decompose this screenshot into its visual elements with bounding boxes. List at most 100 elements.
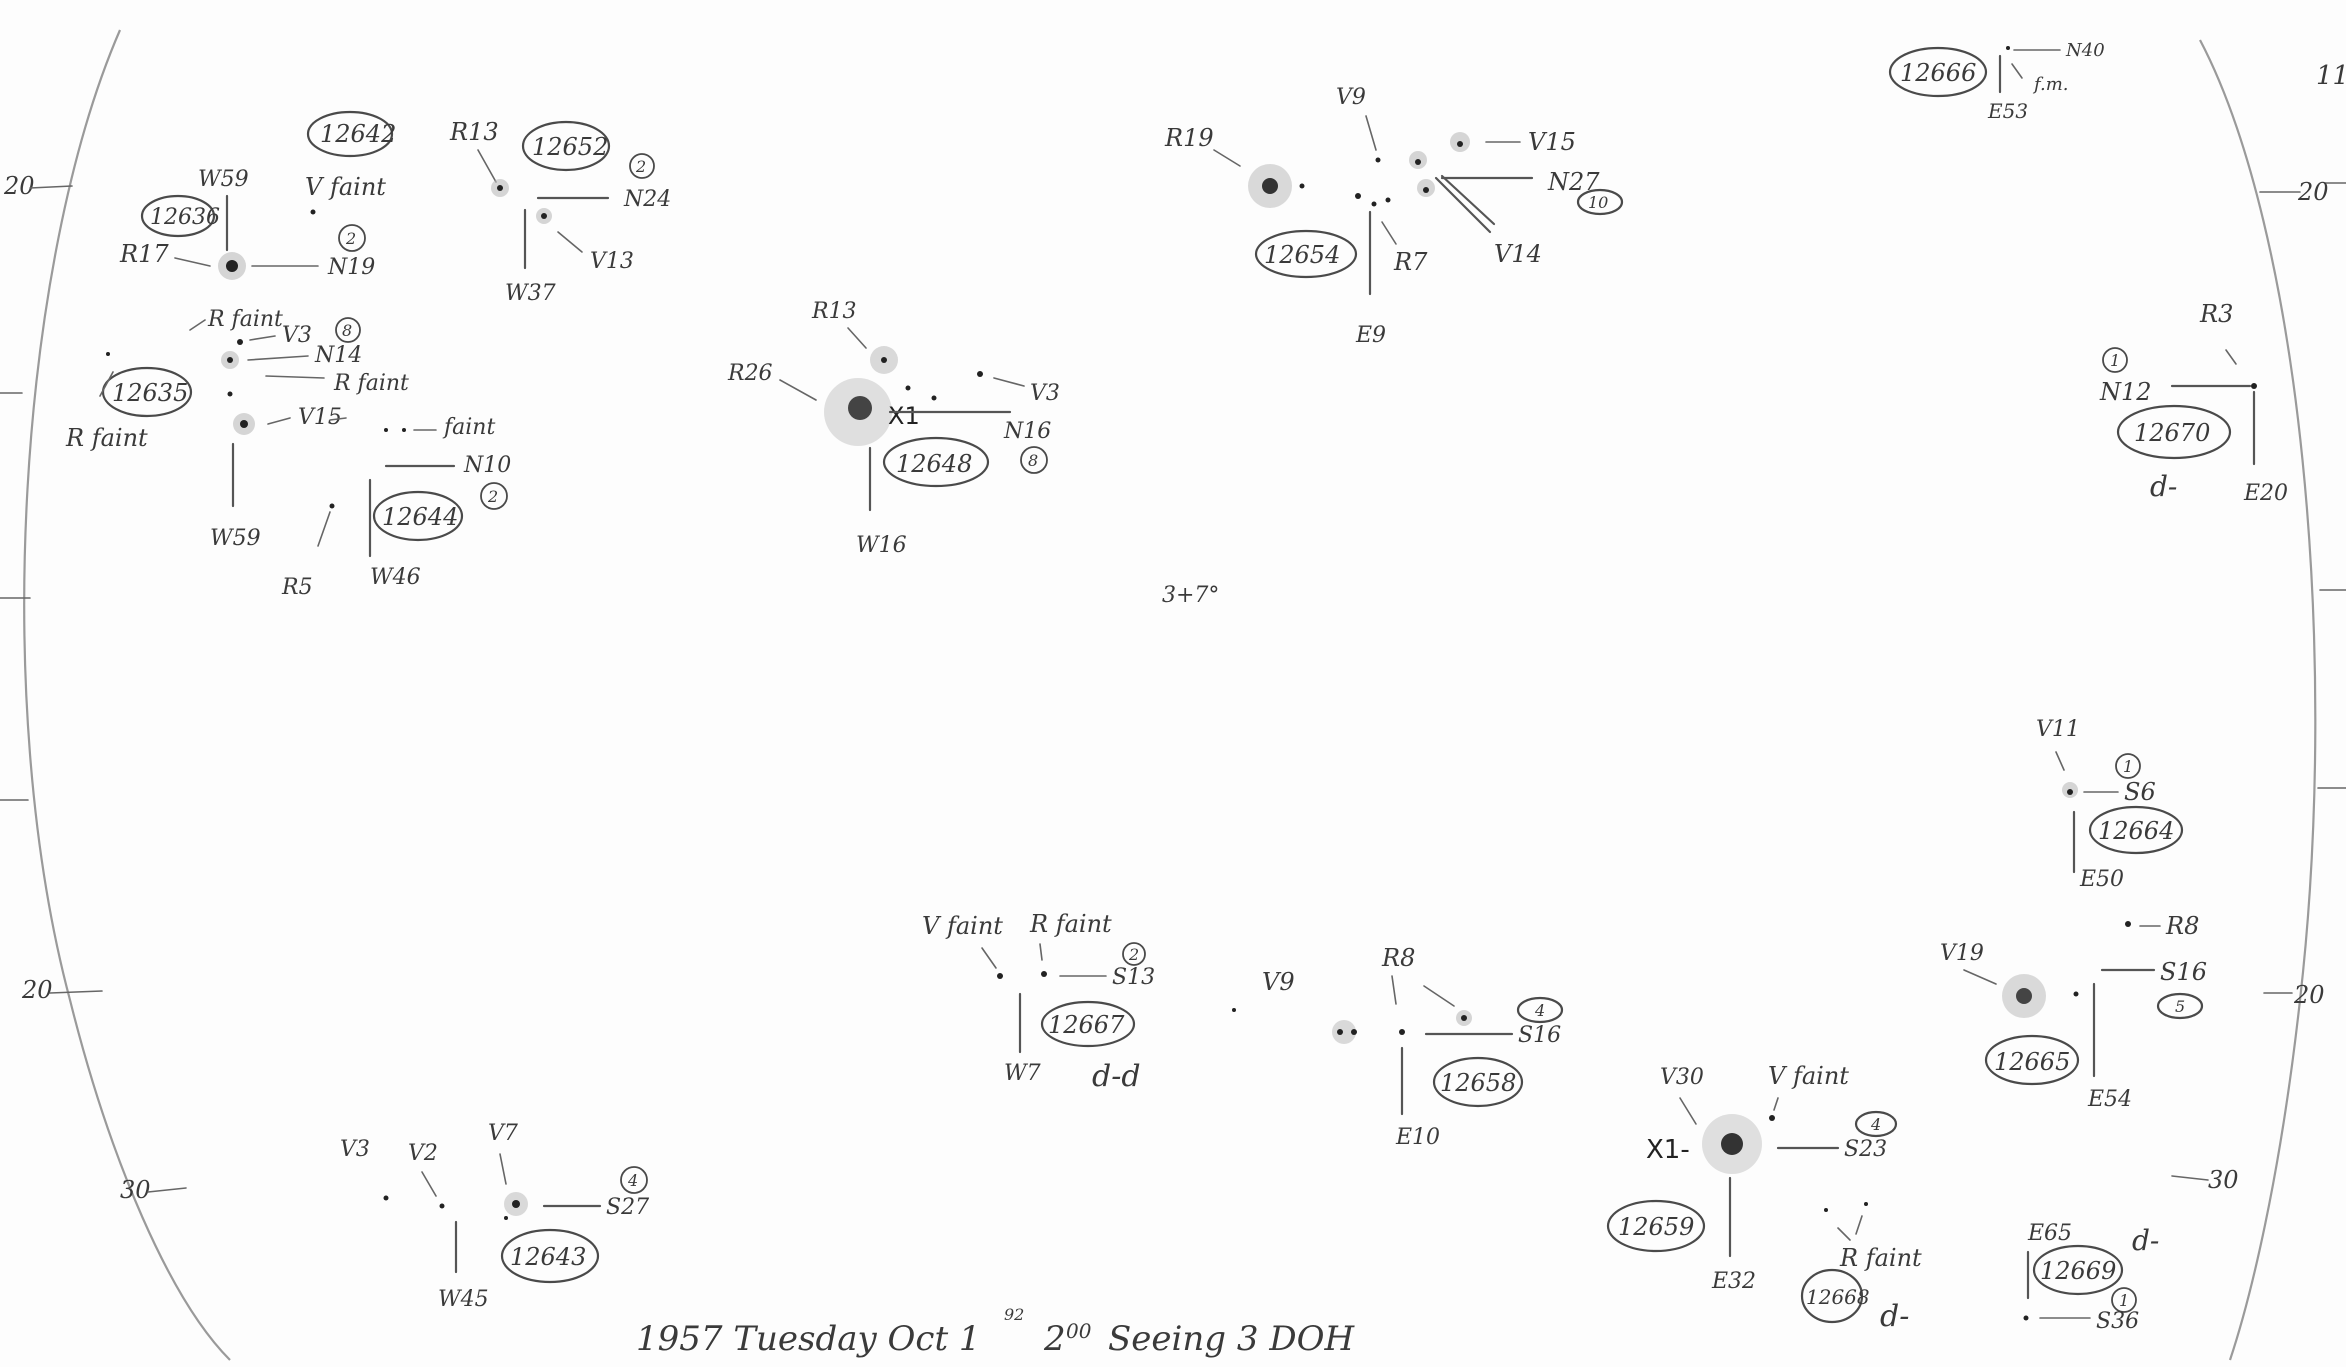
position-west: W37 — [505, 281, 556, 306]
spot-label: V3 — [1030, 381, 1060, 406]
group-number: 12659 — [1618, 1213, 1694, 1241]
spot-label: R7 — [1393, 248, 1428, 276]
group-12643: V3 V2 V7 S27 4 12643 W45 — [340, 1121, 649, 1312]
group-note: R13 — [449, 118, 499, 146]
spot-label: R26 — [727, 361, 773, 386]
group-12652: R13 12652 N24 W37 V13 2 — [449, 118, 671, 306]
position-north: N19 — [327, 255, 375, 280]
spot-label: V3 — [282, 323, 312, 348]
spot-count: 1 — [2119, 1291, 2129, 1310]
group-12659: V30 V faint X1- S23 4 12659 E32 — [1606, 1062, 1898, 1294]
spot-label: R5 — [281, 575, 313, 600]
margin-number-right-top: 20 — [2297, 178, 2329, 206]
spot-count: 5 — [2175, 997, 2185, 1016]
group-number: 12666 — [1900, 59, 1976, 87]
spot-label: V13 — [590, 249, 634, 274]
group-note: R faint — [1839, 1244, 1922, 1272]
group-12668: R faint 12668 d- — [1800, 1202, 1922, 1334]
spot-label: V2 — [408, 1141, 438, 1166]
position-north: N40 — [2065, 40, 2105, 61]
group-12670: R3 1 N12 12670 d- E20 — [2099, 300, 2288, 506]
margin-number-left-top: 20 — [3, 172, 35, 200]
group-number: 12658 — [1440, 1069, 1516, 1097]
position-east: E32 — [1711, 1269, 1756, 1294]
position-east: E65 — [2027, 1221, 2072, 1246]
group-note: R17 — [119, 240, 169, 268]
position-south: S6 — [2124, 778, 2156, 806]
group-note: d- — [2132, 1224, 2159, 1257]
group-12669: E65 12669 d- 1 S36 — [2023, 1221, 2159, 1334]
spot-label: V faint — [1768, 1062, 1849, 1090]
spot-label: V15 — [1528, 128, 1576, 156]
spot-label: R8 — [2165, 912, 2199, 940]
group-number: 12654 — [1264, 241, 1340, 269]
group-number: 12644 — [382, 503, 458, 531]
group-number: 12670 — [2134, 419, 2210, 447]
group-number: 12643 — [510, 1243, 586, 1271]
center-mark: 3+7° — [1162, 583, 1219, 608]
position-north: N10 — [463, 453, 511, 478]
position-east: E10 — [1395, 1125, 1440, 1150]
position-north: N14 — [314, 343, 362, 368]
group-note: V faint — [922, 912, 1003, 940]
group-note: R faint — [65, 424, 148, 452]
position-south: S16 — [1518, 1023, 1561, 1048]
group-12644: faint N10 12644 2 R5 W59 W46 — [281, 415, 511, 600]
group-12648: R13 R26 X1 V3 N16 W16 12648 8 — [727, 299, 1060, 558]
position-east: E54 — [2087, 1087, 2132, 1112]
group-number: 12636 — [150, 205, 220, 230]
spot-label: R faint — [1029, 910, 1112, 938]
spot-label: V14 — [1494, 240, 1542, 268]
position-south: S16 — [2160, 958, 2207, 986]
spot-count: 2 — [345, 229, 356, 248]
position-east: E53 — [1987, 99, 2028, 123]
spot-label: X1 — [888, 402, 920, 430]
margin-ticks — [0, 182, 2346, 801]
position-east: E50 — [2079, 867, 2124, 892]
margin-number-right-bottom: 30 — [2208, 1166, 2239, 1194]
group-number: 12664 — [2098, 817, 2174, 845]
margin-number-right-mid: 20 — [2293, 981, 2325, 1009]
group-12654: R19 V9 V15 N27 10 V14 R7 E9 12654 — [1164, 85, 1624, 348]
spot-count: 2 — [487, 487, 498, 506]
group-12667: V faint R faint 2 S13 12667 W7 d-d — [922, 910, 1155, 1094]
position-west: W45 — [438, 1287, 489, 1312]
spot-label: V15 — [298, 405, 342, 430]
group-number: 12669 — [2040, 1257, 2116, 1285]
seeing-caption: Seeing 3 DOH — [1108, 1319, 1355, 1359]
position-west: W59 — [198, 167, 249, 192]
solar-limb-left — [23, 29, 231, 1361]
date-caption: 1957 Tuesday Oct 1 — [636, 1319, 981, 1359]
position-west-46: W46 — [370, 565, 421, 590]
group-note: V11 — [2036, 717, 2080, 742]
footer-caption: 1957 Tuesday Oct 1 92 2 00 Seeing 3 DOH — [636, 1305, 1355, 1359]
position-north: N24 — [623, 187, 671, 212]
spot-count: 2 — [635, 157, 646, 176]
spot-label: X1- — [1646, 1135, 1690, 1165]
margin-number-left-bottom: 30 — [120, 1176, 151, 1204]
group-12658: V9 R8 S16 4 12658 E10 — [1232, 944, 1564, 1150]
group-note: V30 — [1660, 1065, 1704, 1090]
position-west: W16 — [856, 533, 907, 558]
group-number: 12635 — [112, 379, 188, 407]
time-caption: 2 — [1043, 1319, 1066, 1359]
group-number: 12665 — [1994, 1048, 2070, 1076]
position-east: E9 — [1355, 323, 1386, 348]
position-south: S23 — [1844, 1137, 1887, 1162]
group-note: V3 — [340, 1137, 370, 1162]
position-north: N16 — [1003, 419, 1051, 444]
group-12666: 12666 N40 f.m. E53 — [1888, 40, 2105, 123]
group-note: d- — [2150, 470, 2177, 503]
position-north: N12 — [2099, 378, 2152, 406]
spot-count: 4 — [1534, 1001, 1545, 1020]
spot-label: V7 — [488, 1121, 518, 1146]
position-south: S13 — [1112, 965, 1155, 990]
group-12642: 12642 V faint — [305, 110, 396, 215]
group-note: V19 — [1940, 941, 1984, 966]
margin-number-top-right: 11 — [2316, 61, 2346, 91]
group-note: d-d — [1092, 1059, 1141, 1094]
group-12635: R faint V3 8 N14 R faint 12635 R faint V… — [65, 307, 409, 551]
solar-limb-right — [2199, 39, 2317, 1361]
position-west: W59 — [210, 526, 261, 551]
group-note: faint — [442, 415, 495, 440]
